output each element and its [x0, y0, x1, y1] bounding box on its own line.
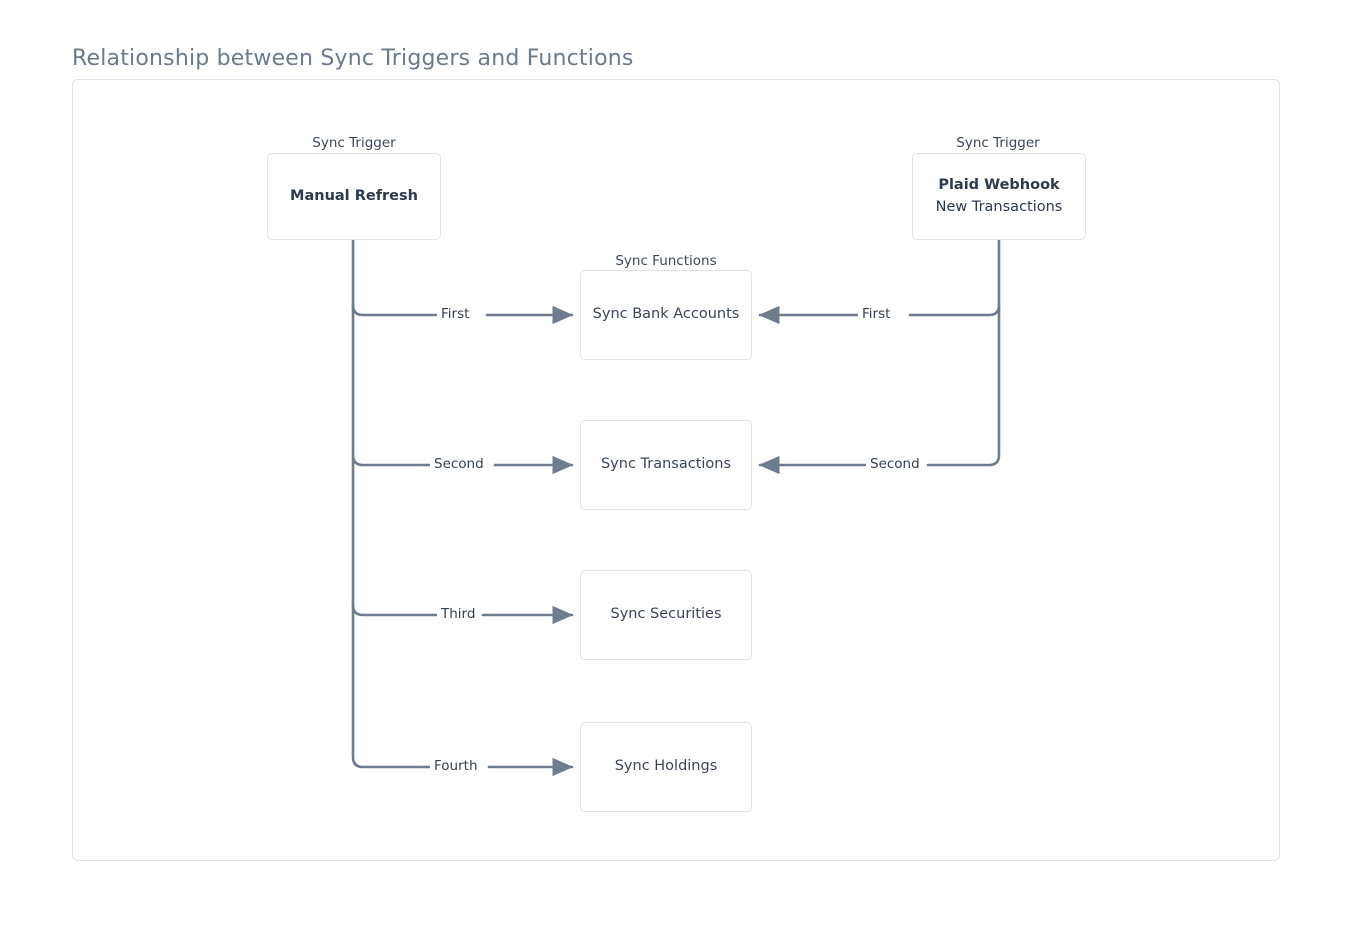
edge-label-plaid-second: Second [866, 456, 924, 472]
edge-label-manual-third: Third [437, 606, 480, 622]
node-sync-bank-accounts[interactable]: Sync Bank Accounts [580, 270, 752, 360]
node-plaid-webhook-title: Plaid Webhook [938, 177, 1060, 194]
node-plaid-webhook[interactable]: Plaid Webhook New Transactions [912, 153, 1086, 240]
node-manual-refresh-title: Manual Refresh [290, 187, 418, 204]
cluster-label-sync-functions: Sync Functions [615, 253, 717, 269]
edge-label-manual-first: First [437, 306, 474, 322]
node-plaid-webhook-subtitle: New Transactions [935, 198, 1063, 215]
node-sync-transactions-label: Sync Transactions [600, 456, 732, 473]
cluster-label-sync-trigger-plaid: Sync Trigger [956, 135, 1040, 151]
node-sync-bank-accounts-label: Sync Bank Accounts [592, 306, 740, 323]
edge-label-plaid-first: First [858, 306, 895, 322]
page-title: Relationship between Sync Triggers and F… [72, 46, 634, 71]
edge-label-manual-second: Second [430, 456, 488, 472]
node-sync-securities[interactable]: Sync Securities [580, 570, 752, 660]
node-manual-refresh[interactable]: Manual Refresh [267, 153, 441, 240]
edge-label-manual-fourth: Fourth [430, 758, 482, 774]
node-sync-holdings[interactable]: Sync Holdings [580, 722, 752, 812]
node-sync-securities-label: Sync Securities [610, 606, 722, 623]
node-sync-holdings-label: Sync Holdings [614, 758, 718, 775]
cluster-label-sync-trigger-manual: Sync Trigger [312, 135, 396, 151]
node-sync-transactions[interactable]: Sync Transactions [580, 420, 752, 510]
